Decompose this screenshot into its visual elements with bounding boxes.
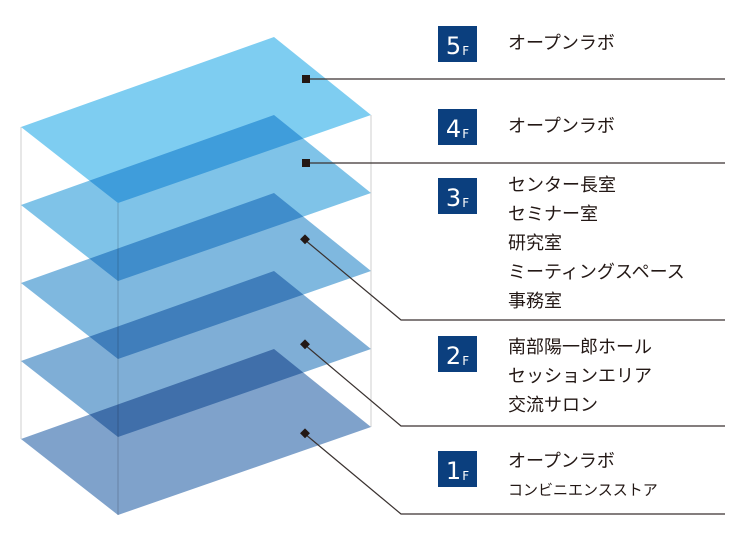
floor-number: 2 (445, 342, 462, 370)
marker-2f (300, 339, 310, 350)
floor-plane-3f (21, 193, 371, 359)
marker-4f (302, 159, 310, 167)
marker-5f (302, 75, 310, 83)
room-name: コンビニエンスストア (508, 481, 658, 499)
room-name: オープンラボ (508, 33, 615, 54)
floor-unit: F (462, 354, 470, 368)
room-name: オープンラボ (508, 451, 615, 472)
room-name: オープンラボ (508, 116, 615, 137)
room-list: センター長室 セミナー室 研究室 ミーティングスペース 事務室 (508, 171, 685, 316)
room-name: 研究室 (508, 233, 562, 254)
floor-unit: F (462, 44, 470, 58)
room-name: ミーティングスペース (508, 262, 685, 283)
floor-plane-4f (21, 115, 371, 281)
marker-3f (300, 234, 310, 245)
floor-unit: F (462, 127, 470, 141)
room-list: 南部陽一郎ホール セッションエリア 交流サロン (508, 333, 652, 420)
room-name: 南部陽一郎ホール (508, 337, 652, 358)
room-name: センター長室 (508, 175, 616, 196)
room-list: オープンラボ (508, 112, 615, 141)
floor-unit: F (462, 196, 470, 210)
floor-plane-5f (21, 37, 371, 203)
floor-number: 1 (445, 457, 462, 485)
floor-plane-2f (21, 271, 371, 437)
room-list: オープンラボ コンビニエンスストア (508, 447, 658, 505)
leader-3f (304, 239, 725, 321)
room-list: オープンラボ (508, 29, 615, 58)
room-name: 事務室 (508, 291, 562, 312)
room-name: セッションエリア (508, 366, 652, 387)
floor-number: 5 (445, 32, 462, 60)
leader-2f (304, 344, 725, 427)
marker-1f (300, 428, 310, 439)
room-name: セミナー室 (508, 204, 598, 225)
room-name: 交流サロン (508, 395, 598, 416)
floor-number: 3 (445, 184, 462, 212)
floor-unit: F (462, 469, 470, 483)
leader-lines (304, 78, 725, 515)
floor-plane-1f (21, 349, 371, 515)
leader-1f (304, 433, 725, 515)
floor-number: 4 (445, 115, 462, 143)
